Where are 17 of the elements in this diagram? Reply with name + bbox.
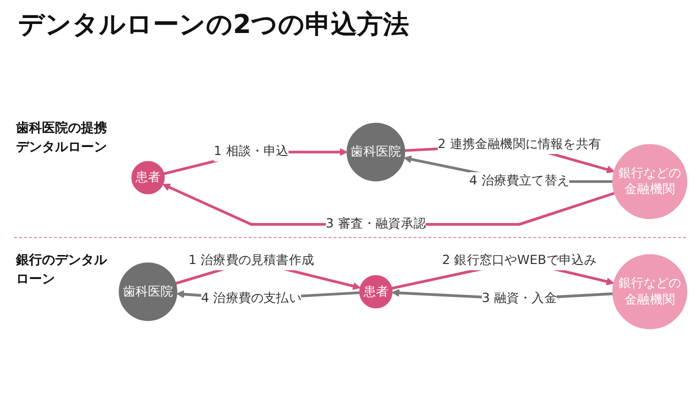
edge-label: 2 連携金融機関に情報を共有 xyxy=(438,136,602,152)
section-heading: 歯科医院の提携デンタルローン xyxy=(16,120,108,158)
node-circle: 患者 xyxy=(359,275,393,308)
edge-label: 4 治療費立て替え xyxy=(469,174,570,188)
node-circle: 銀行などの金融機関 xyxy=(612,254,688,330)
section-heading: 銀行のデンタルローン xyxy=(16,252,108,289)
node-circle: 歯科医院 xyxy=(346,122,406,182)
edge-label: 3 審査・融資承認 xyxy=(326,216,426,232)
edge-label: 4 治療費の支払い xyxy=(201,291,302,306)
node-circle: 歯科医院 xyxy=(118,262,178,321)
edge-label: 1 相談・申込 xyxy=(214,144,289,159)
node-circle: 患者 xyxy=(131,161,165,194)
edge-label: 1 治療費の見積書作成 xyxy=(188,253,314,268)
edge-label: 3 融資・入金 xyxy=(482,291,557,306)
edge-label: 2 銀行窓口やWEBで申込み xyxy=(442,253,597,268)
node-circle: 銀行などの金融機関 xyxy=(612,144,688,220)
title: デンタルローンの2つの申込方法 xyxy=(18,9,410,42)
